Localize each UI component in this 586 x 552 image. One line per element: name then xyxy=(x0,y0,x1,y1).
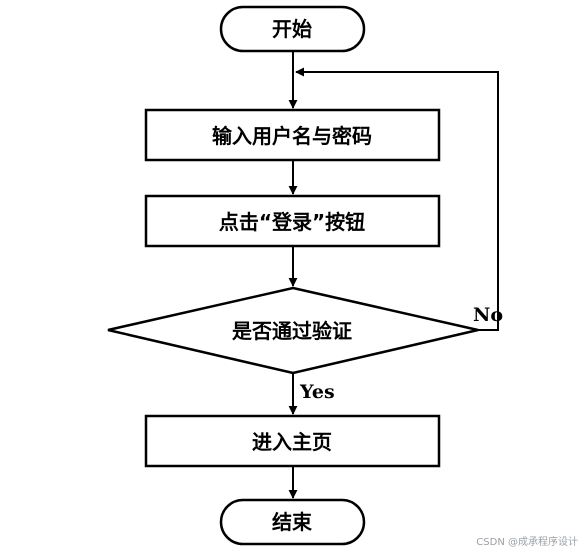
no-edge-label: No xyxy=(473,304,503,326)
input-credentials-process xyxy=(144,108,441,162)
yes-edge-label: Yes xyxy=(299,381,335,403)
enter-home-label: 进入主页 xyxy=(252,430,332,454)
click-login-process xyxy=(144,194,441,248)
input-credentials-label: 输入用户名与密码 xyxy=(212,124,372,148)
edge-verify-no-loop xyxy=(295,67,499,331)
end-terminal xyxy=(219,498,366,546)
verify-decision xyxy=(107,286,479,375)
start-label: 开始 xyxy=(272,17,312,41)
verify-label: 是否通过验证 xyxy=(231,319,352,343)
watermark-text: CSDN @成承程序设计 xyxy=(476,535,578,548)
start-terminal xyxy=(219,5,366,53)
click-login-label: 点击“登录”按钮 xyxy=(219,210,365,234)
end-label: 结束 xyxy=(272,510,313,534)
enter-home-process xyxy=(144,414,441,468)
